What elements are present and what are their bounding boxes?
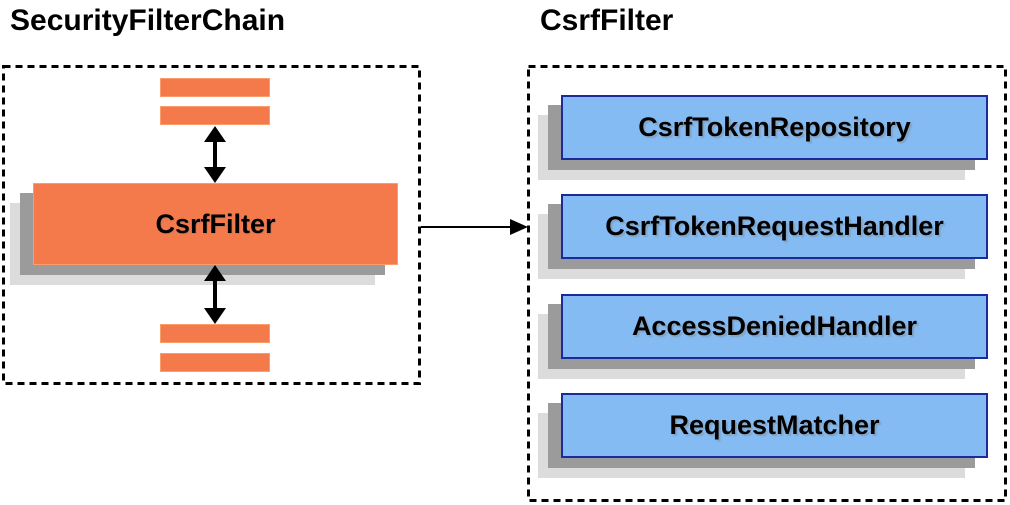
component-label: RequestMatcher: [669, 410, 880, 440]
filter-stack-bar-bottom-1: [160, 324, 270, 343]
csrf-filter-box: CsrfFilter: [33, 183, 398, 265]
component-box-csrf-token-repository: CsrfTokenRepository: [561, 95, 988, 160]
filter-stack-bar-bottom-2: [160, 353, 270, 372]
security-filter-chain-title: SecurityFilterChain: [10, 4, 286, 37]
component-label: CsrfTokenRequestHandler: [605, 211, 944, 241]
bidirectional-arrow-bottom-icon: [204, 265, 226, 324]
bidirectional-arrow-top-icon: [204, 126, 226, 183]
component-label: AccessDeniedHandler: [631, 311, 918, 341]
filter-stack-bar-top-2: [160, 106, 270, 125]
csrf-filter-box-label: CsrfFilter: [155, 208, 276, 239]
flow-arrow-icon: [421, 219, 528, 235]
component-box-access-denied-handler: AccessDeniedHandler: [561, 294, 988, 359]
component-label: CsrfTokenRepository: [638, 112, 911, 142]
csrf-filter-title: CsrfFilter: [540, 4, 674, 37]
filter-stack-bar-top-1: [160, 78, 270, 97]
component-box-request-matcher: RequestMatcher: [561, 393, 988, 458]
component-box-csrf-token-request-handler: CsrfTokenRequestHandler: [561, 194, 988, 259]
